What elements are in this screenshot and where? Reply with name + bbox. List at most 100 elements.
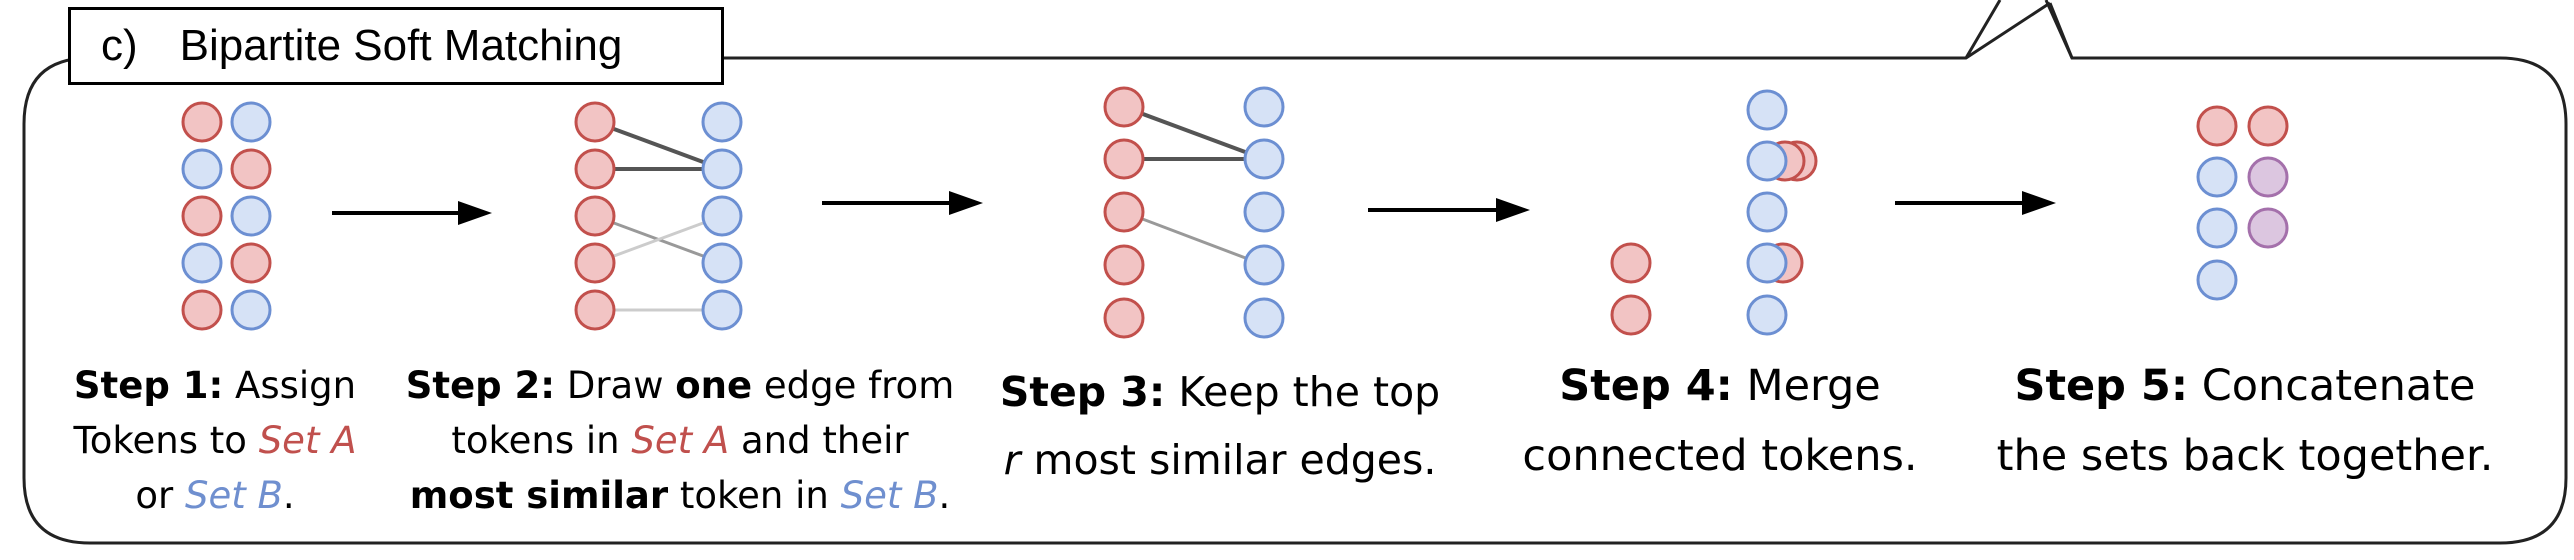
set-b-token [1746, 191, 1788, 233]
set-b-token [701, 101, 743, 143]
step5-line2: the sets back together. [1996, 431, 2494, 481]
set-b-token [701, 148, 743, 190]
set-a-token [230, 148, 272, 190]
set-b-token [1243, 86, 1285, 128]
step4-caption: Step 4: Merge connected tokens. [1505, 351, 1935, 491]
set-a-label: Set A [631, 419, 730, 462]
step3-line1: Step 3: Keep the top [985, 358, 1455, 426]
set-a-token [181, 195, 223, 237]
arrow-head [458, 201, 492, 225]
set-b-token [1746, 294, 1788, 336]
set-b-token [1243, 297, 1285, 339]
section-letter: c) [101, 21, 138, 70]
step2-text-1: Draw [555, 364, 676, 407]
step2-text-3: tokens in [451, 419, 632, 462]
step1-line2: Tokens to Set A [50, 413, 380, 468]
step2-caption: Step 2: Draw one edge from tokens in Set… [405, 358, 955, 523]
step4-line2: connected tokens. [1522, 431, 1918, 481]
step1-line3: or Set B. [50, 468, 380, 523]
step5-text-1: Concatenate [2188, 361, 2476, 411]
callout-frame [22, 1, 2568, 545]
set-b-token [230, 195, 272, 237]
similarity-edge [594, 120, 723, 171]
set-a-token [574, 101, 616, 143]
set-b-token [230, 289, 272, 331]
step2-line3: most similar token in Set B. [405, 468, 955, 523]
step2-period: . [938, 474, 951, 517]
merged-token [2247, 156, 2289, 198]
set-b-token [230, 101, 272, 143]
step1-text-1: Assign [223, 364, 357, 407]
step3-label: Step 3: [999, 368, 1166, 416]
step2-text-5: token in [668, 474, 841, 517]
step1-caption: Step 1: Assign Tokens to Set A or Set B. [50, 358, 380, 523]
set-b-label: Set B [184, 474, 283, 517]
set-b-token [2196, 156, 2238, 198]
step4-label: Step 4: [1559, 361, 1733, 411]
set-b-token [181, 242, 223, 284]
set-a-token [1103, 138, 1145, 180]
similarity-edge [594, 214, 723, 265]
set-a-token [181, 101, 223, 143]
set-b-token [2196, 207, 2238, 249]
set-b-token [701, 195, 743, 237]
step1-text-2: Tokens to [73, 419, 259, 462]
set-b-label: Set B [840, 474, 939, 517]
step1-line1: Step 1: Assign [50, 358, 380, 413]
step4-line1: Step 4: Merge [1505, 351, 1935, 421]
set-a-token [574, 242, 616, 284]
kept-edge [1123, 210, 1265, 267]
set-a-token [1610, 294, 1652, 336]
set-a-token [2196, 105, 2238, 147]
set-b-token [701, 242, 743, 284]
set-a-token [1610, 242, 1652, 284]
arrow-head [1496, 198, 1530, 222]
set-a-token [181, 289, 223, 331]
step2-emphasis-one: one [675, 364, 753, 407]
step1-label: Step 1: [73, 364, 224, 407]
step3-caption: Step 3: Keep the top r most similar edge… [985, 358, 1455, 494]
set-b-token [1746, 89, 1788, 131]
set-b-token [1243, 191, 1285, 233]
step2-text-2: edge from [752, 364, 955, 407]
step3-line2: r most similar edges. [985, 426, 1455, 494]
step3-text-1: Keep the top [1165, 368, 1441, 416]
kept-edge [1123, 105, 1265, 161]
step1-text-3: or [135, 474, 185, 517]
set-a-token [1103, 191, 1145, 233]
step1-period: . [282, 474, 295, 517]
arrow-head [949, 191, 983, 215]
set-a-token [1103, 297, 1145, 339]
step5-label: Step 5: [2014, 361, 2189, 411]
set-a-token [574, 195, 616, 237]
step5-caption: Step 5: Concatenate the sets back togeth… [1985, 351, 2505, 491]
merged-token [2247, 207, 2289, 249]
set-a-token [230, 242, 272, 284]
set-a-token [574, 148, 616, 190]
callout-pointer [1964, 0, 2074, 59]
set-a-label: Set A [258, 419, 357, 462]
step2-emphasis-most-similar: most similar [409, 474, 669, 517]
set-a-token [2247, 105, 2289, 147]
step2-text-4: and their [729, 419, 909, 462]
set-b-token [701, 289, 743, 331]
section-title-box: c) Bipartite Soft Matching [68, 7, 724, 85]
set-b-token [1746, 242, 1788, 284]
set-b-token [181, 148, 223, 190]
set-b-token [1243, 138, 1285, 180]
set-a-token [1103, 244, 1145, 286]
step4-text-1: Merge [1732, 361, 1881, 411]
set-a-token [574, 289, 616, 331]
step3-r-variable: r [1003, 436, 1021, 484]
step5-line1: Step 5: Concatenate [1985, 351, 2505, 421]
set-a-token [1103, 86, 1145, 128]
set-b-token [2196, 259, 2238, 301]
step3-text-2: most similar edges. [1020, 436, 1437, 484]
step2-line1: Step 2: Draw one edge from [405, 358, 955, 413]
set-b-token [1243, 244, 1285, 286]
section-title: Bipartite Soft Matching [179, 21, 623, 70]
step2-label: Step 2: [405, 364, 556, 407]
step2-line2: tokens in Set A and their [405, 413, 955, 468]
